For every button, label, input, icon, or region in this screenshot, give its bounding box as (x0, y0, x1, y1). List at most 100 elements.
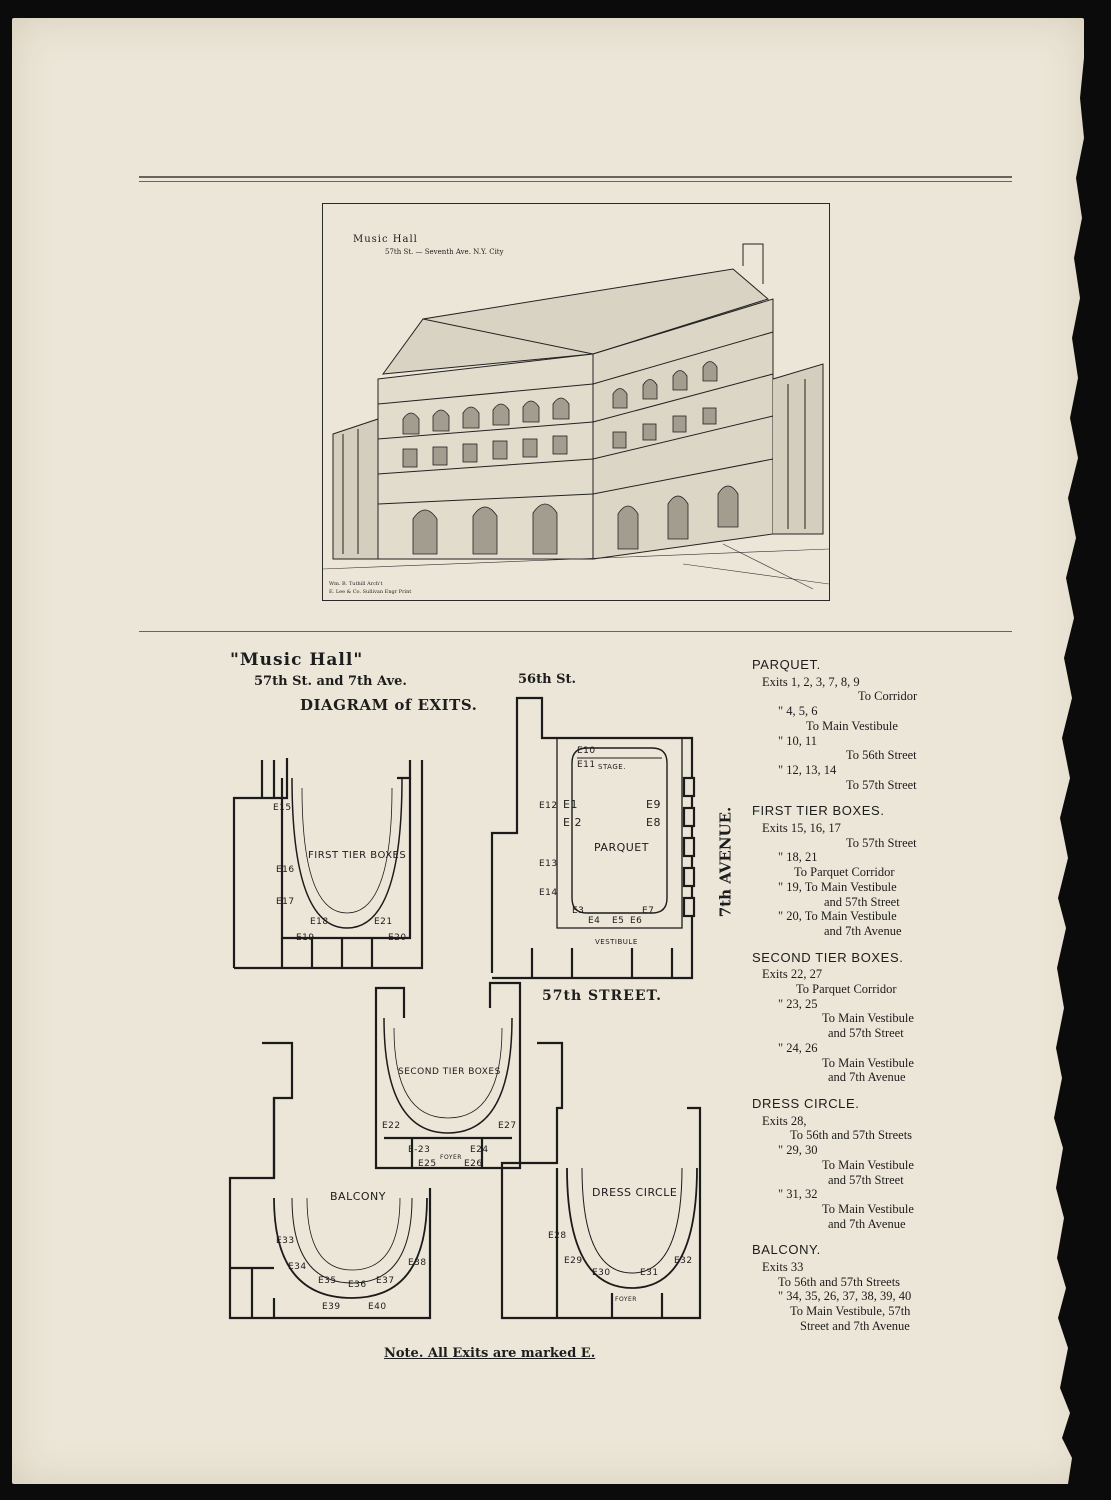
section-heading: SECOND TIER BOXES. (752, 949, 904, 965)
diagram-subtitle: DIAGRAM of EXITS. (300, 696, 478, 714)
list-line: " 19, To Main Vestibule (778, 879, 897, 894)
exit-e14: E14 (539, 888, 558, 898)
illustration-caption-address: 57th St. — Seventh Ave. N.Y. City (385, 248, 504, 256)
exit-e39: E39 (322, 1302, 341, 1312)
exit-e38: E38 (408, 1258, 427, 1268)
illustration-credit-2: E. Lee & Co. Sullivan Engr Print (329, 589, 412, 595)
second-tier-boxes-label: SECOND TIER BOXES (398, 1067, 501, 1077)
list-line: To Main Vestibule (822, 1201, 914, 1216)
diagram-address: 57th St. and 7th Ave. (254, 674, 407, 689)
section-heading: PARQUET. (752, 657, 821, 672)
list-line: " 23, 25 (778, 996, 818, 1011)
list-line: " 4, 5, 6 (778, 704, 818, 719)
exit-e36: E36 (348, 1280, 367, 1290)
list-line: " 12, 13, 14 (778, 762, 837, 777)
list-line: To Main Vestibule (822, 1157, 914, 1172)
exit-e34: E34 (288, 1262, 307, 1272)
exit-e32: E32 (674, 1256, 693, 1266)
list-line: To 57th Street (846, 835, 917, 850)
list-line: To 56th Street (846, 748, 917, 763)
exit-e27: E27 (498, 1121, 517, 1131)
stage-label: STAGE. (598, 763, 626, 771)
exit-e7: E7 (642, 906, 655, 916)
list-line: To Corridor (858, 689, 918, 704)
exit-e23: E-23 (408, 1145, 431, 1155)
list-line: " 29, 30 (778, 1143, 818, 1158)
exit-e35: E35 (318, 1276, 337, 1286)
list-line: Exits 28, (762, 1113, 807, 1128)
list-line: Exits 15, 16, 17 (762, 821, 841, 836)
list-line: To 57th Street (846, 777, 917, 792)
exit-e30: E30 (592, 1268, 611, 1278)
section-heading: FIRST TIER BOXES. (752, 803, 885, 819)
top-rule (139, 176, 1012, 178)
list-line: To Parquet Corridor (796, 982, 897, 997)
exit-e40: E40 (368, 1302, 387, 1312)
exit-e24: E24 (470, 1145, 489, 1155)
exit-e25: E25 (418, 1159, 437, 1169)
list-line: " 18, 21 (778, 850, 818, 865)
exit-e20: E20 (388, 933, 407, 943)
exit-e10: E10 (577, 746, 596, 756)
exit-e2: E 2 (563, 816, 582, 829)
torn-edge (1054, 18, 1084, 1484)
list-line: To Main Vestibule (822, 1011, 914, 1026)
building-drawing (323, 243, 829, 590)
list-line: " 24, 26 (778, 1040, 818, 1055)
exit-e31: E31 (640, 1268, 659, 1278)
building-illustration: Music Hall 57th St. — Seventh Ave. N.Y. … (322, 203, 830, 601)
exit-e4: E4 (588, 916, 601, 926)
list-line: " 20, To Main Vestibule (778, 909, 897, 924)
first-tier-boxes-label: FIRST TIER BOXES (308, 850, 407, 861)
program-page: Music Hall 57th St. — Seventh Ave. N.Y. … (12, 18, 1084, 1484)
exit-e12: E12 (539, 801, 558, 811)
street-57th-label: 57th STREET. (542, 988, 662, 1004)
illustration-caption-title: Music Hall (353, 234, 418, 245)
list-line: and 57th Street (828, 1026, 904, 1041)
exit-e37: E37 (376, 1276, 395, 1286)
list-line: Exits 22, 27 (762, 967, 823, 982)
exit-e18: E18 (310, 917, 329, 927)
exit-e22: E22 (382, 1121, 401, 1131)
street-56th-label: 56th St. (518, 672, 576, 687)
foyer-label-second-tier: FOYER (440, 1154, 462, 1161)
floor-plans-drawing (228, 696, 702, 1320)
exit-e15: E15 (273, 803, 292, 813)
exit-e6: E6 (630, 916, 643, 926)
list-line: " 34, 35, 26, 37, 38, 39, 40 (778, 1289, 912, 1304)
parquet-label: PARQUET (594, 841, 649, 854)
list-line: To Main Vestibule (806, 718, 898, 733)
exit-e3: E3 (572, 906, 585, 916)
list-line: and 57th Street (828, 1172, 904, 1187)
list-line: and 7th Avenue (824, 923, 902, 938)
exit-e13: E13 (539, 859, 558, 869)
diagram-title: "Music Hall" (230, 650, 364, 670)
exit-e11: E11 (577, 760, 596, 770)
list-line: and 7th Avenue (828, 1216, 906, 1231)
exit-e29: E29 (564, 1256, 583, 1266)
section-heading: BALCONY. (752, 1242, 821, 1258)
exit-e33: E33 (276, 1236, 295, 1246)
list-line: Street and 7th Avenue (800, 1318, 910, 1333)
exit-e16: E16 (276, 865, 295, 875)
list-line: To Parquet Corridor (794, 865, 895, 880)
list-line: and 7th Avenue (828, 1070, 906, 1085)
exit-e1: E1 (563, 798, 578, 811)
exit-e9: E9 (646, 798, 661, 811)
illustration-credit-1: Wm. B. Tuthill Arch't (329, 581, 383, 587)
section-heading: DRESS CIRCLE. (752, 1095, 860, 1111)
list-line: To 56th and 57th Streets (790, 1128, 913, 1143)
list-line: To Main Vestibule (822, 1055, 914, 1070)
list-line: and 57th Street (824, 894, 900, 909)
dress-circle-label: DRESS CIRCLE (592, 1186, 678, 1199)
exit-e21: E21 (374, 917, 393, 927)
middle-rule (139, 631, 1012, 632)
list-line: " 10, 11 (778, 733, 818, 748)
list-line: Exits 33 (762, 1260, 804, 1275)
balcony-label: BALCONY (330, 1190, 386, 1203)
list-line: Exits 1, 2, 3, 7, 8, 9 (762, 674, 860, 689)
list-line: To Main Vestibule, 57th (790, 1304, 911, 1319)
exit-e26: E26 (464, 1159, 483, 1169)
foyer-label-dress-circle: FOYER (615, 1296, 637, 1303)
vestibule-label: VESTIBULE (595, 938, 638, 946)
